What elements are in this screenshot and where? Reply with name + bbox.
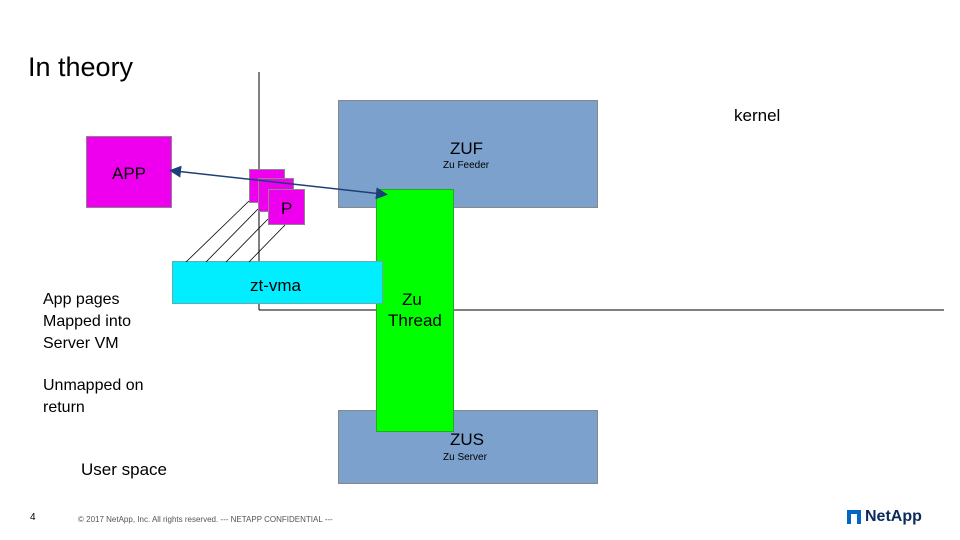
mapping-line-2 xyxy=(205,208,259,263)
netapp-logo-text: NetApp xyxy=(865,508,922,525)
zu-thread-label-line1: Zu xyxy=(402,290,422,309)
slide-title: In theory xyxy=(28,52,134,82)
unmapped-note-line: return xyxy=(43,399,85,416)
zus-description: Zu Server xyxy=(443,452,487,463)
page-label: P xyxy=(281,199,293,218)
mapped-note: App pages Mapped into Server VM xyxy=(43,289,131,355)
mapped-note-line: Server VM xyxy=(43,335,119,352)
user-space-label: User space xyxy=(81,460,167,479)
zt-vma-label: zt-vma xyxy=(250,276,301,295)
mapping-line-1 xyxy=(185,200,250,263)
mapped-note-line: App pages xyxy=(43,291,120,308)
unmapped-note-line: Unmapped on xyxy=(43,377,144,394)
unmapped-note: Unmapped on return xyxy=(43,375,144,419)
netapp-logo: NetApp xyxy=(847,508,922,526)
mapped-note-line: Mapped into xyxy=(43,313,132,330)
zus-label: ZUS xyxy=(450,430,484,449)
zuf-label: ZUF xyxy=(450,139,484,158)
zt-vma-box xyxy=(172,261,383,304)
app-label: APP xyxy=(112,164,147,183)
zuf-description: Zu Feeder xyxy=(443,160,490,171)
app-to-zuf-arrow xyxy=(169,165,388,200)
zu-thread-box xyxy=(376,189,454,432)
zu-thread-label-line2: Thread xyxy=(388,311,442,330)
kernel-label: kernel xyxy=(734,106,781,125)
netapp-logo-icon xyxy=(847,510,861,524)
mapping-line-3 xyxy=(225,218,269,263)
zuf-box xyxy=(338,100,598,208)
copyright-notice: © 2017 NetApp, Inc. All rights reserved.… xyxy=(78,515,333,524)
page-number: 4 xyxy=(30,512,36,523)
mapping-line-4 xyxy=(248,224,286,263)
